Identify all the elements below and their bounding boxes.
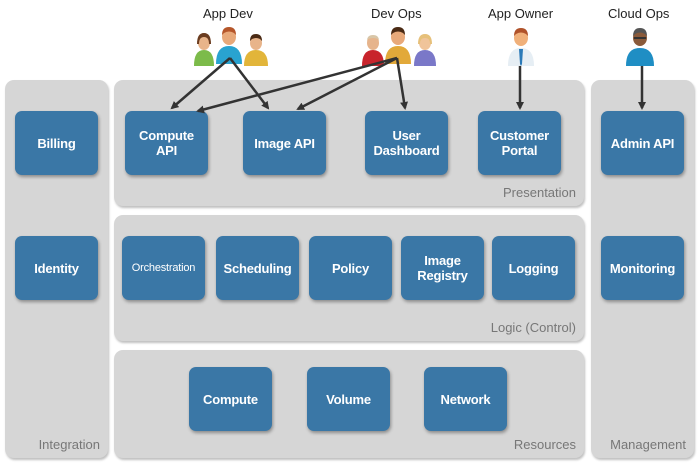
compute-api-box[interactable]: Compute API <box>125 111 208 175</box>
cloud-ops-label: Cloud Ops <box>608 6 670 21</box>
scheduling-box[interactable]: Scheduling <box>216 236 299 300</box>
dev-ops-label: Dev Ops <box>371 6 422 21</box>
app-dev-people-icon <box>194 27 268 66</box>
presentation-label: Presentation <box>503 185 576 200</box>
person-icon-elder <box>362 35 384 66</box>
person-icon-female-purple <box>414 34 436 66</box>
image-registry-box[interactable]: Image Registry <box>401 236 484 300</box>
app-owner-person-icon <box>508 28 534 66</box>
app-dev-label: App Dev <box>203 6 253 21</box>
admin-api-box[interactable]: Admin API <box>601 111 684 175</box>
policy-box[interactable]: Policy <box>309 236 392 300</box>
integration-label: Integration <box>38 437 100 452</box>
monitoring-box[interactable]: Monitoring <box>601 236 684 300</box>
volume-box[interactable]: Volume <box>307 367 390 431</box>
person-icon-male-yellow <box>244 34 268 66</box>
user-dashboard-box[interactable]: User Dashboard <box>365 111 448 175</box>
compute-box[interactable]: Compute <box>189 367 272 431</box>
billing-box[interactable]: Billing <box>15 111 98 175</box>
person-icon-male-blue <box>216 27 242 64</box>
customer-portal-box[interactable]: Customer Portal <box>478 111 561 175</box>
person-icon-male-gold <box>385 27 411 64</box>
orchestration-box[interactable]: Orchestration <box>122 236 205 300</box>
image-api-box[interactable]: Image API <box>243 111 326 175</box>
logic-label: Logic (Control) <box>490 320 576 335</box>
app-owner-label: App Owner <box>488 6 554 21</box>
dev-ops-people-icon <box>362 27 436 66</box>
resources-label: Resources <box>513 437 576 452</box>
identity-box[interactable]: Identity <box>15 236 98 300</box>
management-label: Management <box>610 437 686 452</box>
logging-box[interactable]: Logging <box>492 236 575 300</box>
cloud-ops-person-icon <box>626 28 654 66</box>
person-icon-female <box>194 33 214 66</box>
network-box[interactable]: Network <box>424 367 507 431</box>
